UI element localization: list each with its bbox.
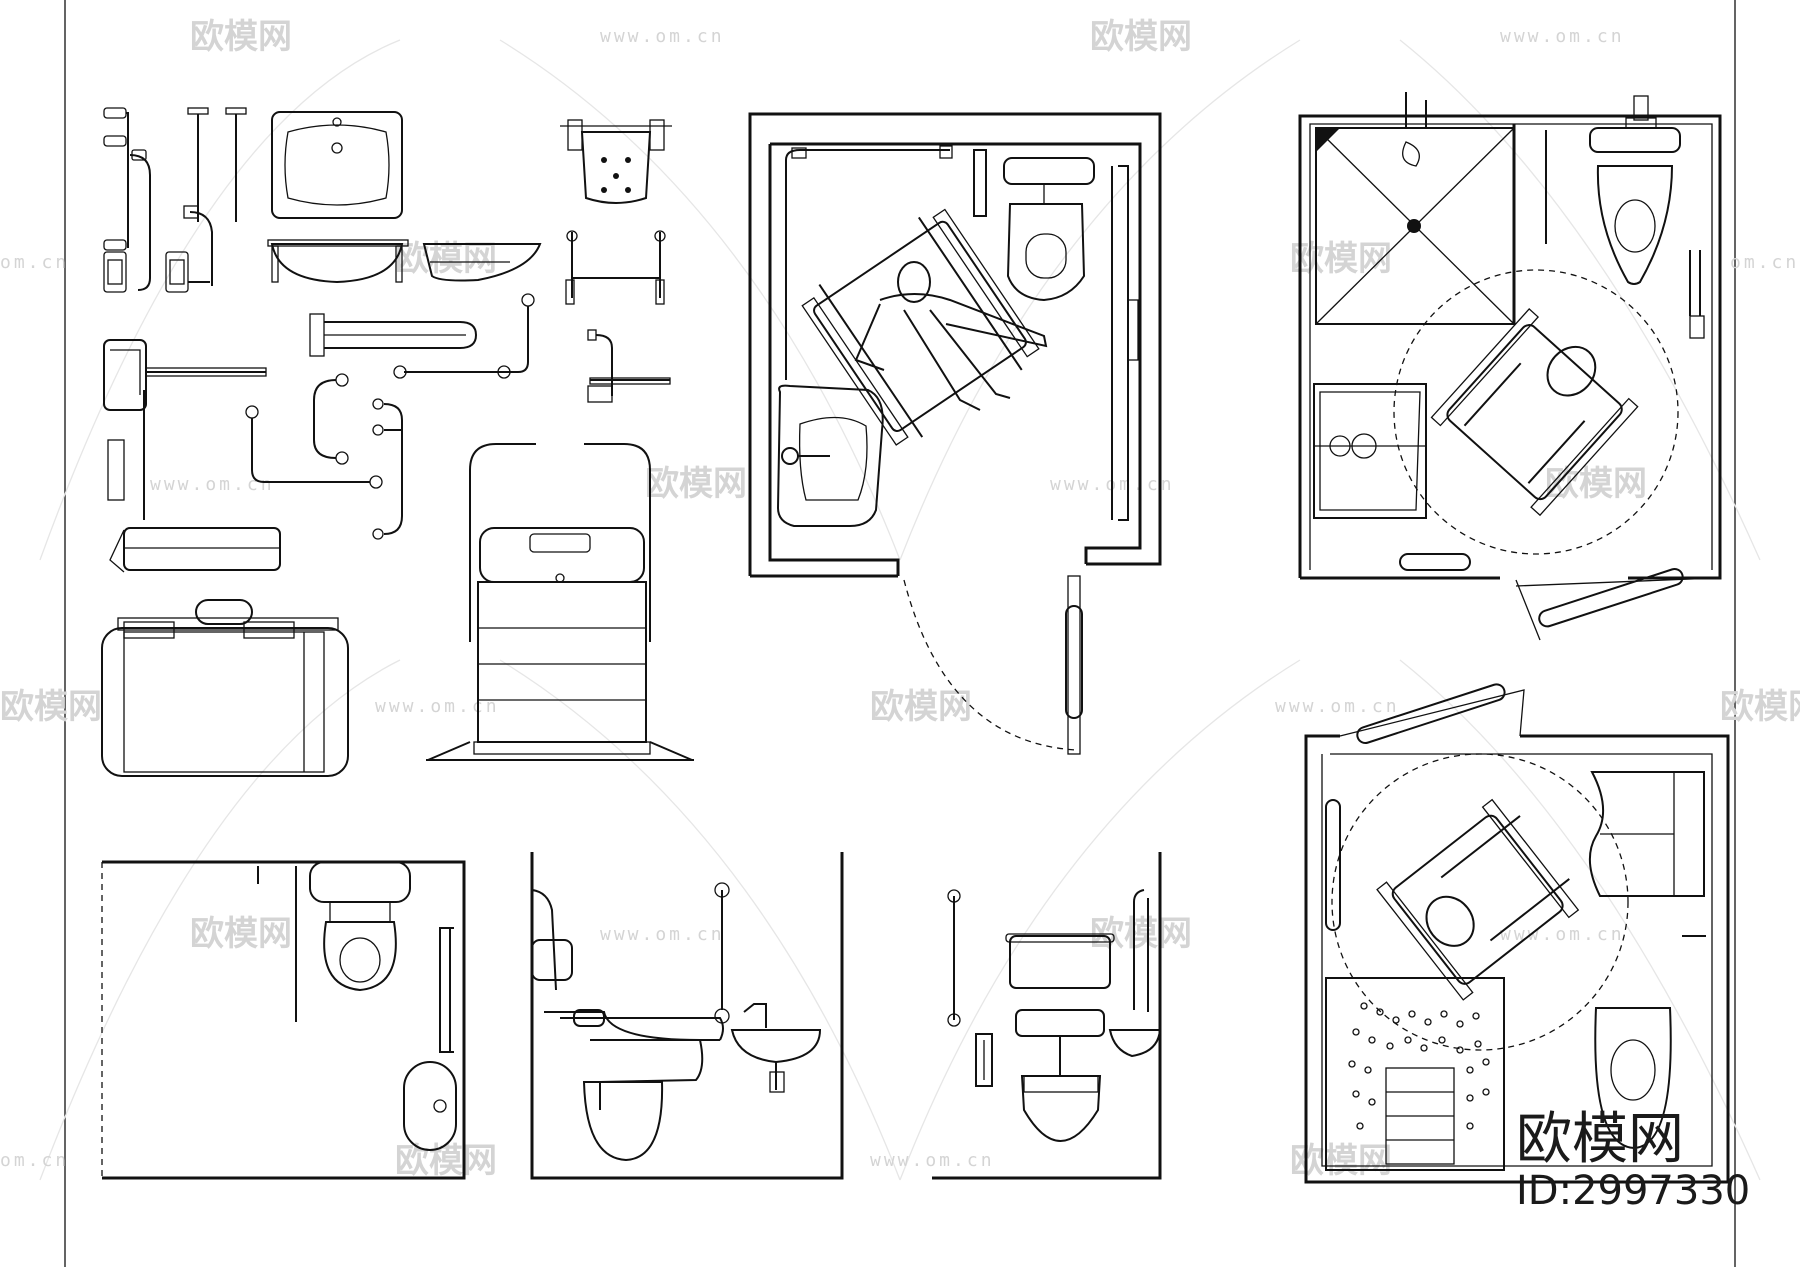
logo-id-text: ID:2997330: [1516, 1168, 1750, 1214]
grab-bar-components: [101, 107, 694, 777]
bathroom-plan-wheelchair-transfer: [748, 112, 1162, 755]
watermark-url: www.om.cn: [870, 1150, 995, 1171]
anti-slip-dots: [1348, 1002, 1490, 1130]
shower-chair-elevation-icon: [426, 443, 694, 761]
bathroom-plan-shower: [1298, 92, 1722, 641]
watermark-url: www.om.cn: [600, 26, 725, 47]
foldable-grab-bar-icon: [165, 107, 247, 293]
watermark-url-short: om.cn: [1730, 252, 1799, 273]
watermark-layer: 欧模网 欧模网 www.om.cn www.om.cn om.cn 欧模网 欧模…: [0, 17, 1800, 1181]
watermark-url-short: om.cn: [0, 252, 69, 273]
toilet-side-elevation: [530, 852, 844, 1180]
l-grab-bar-icon: [245, 405, 383, 489]
shower-seat-elevation-icon: [565, 230, 666, 305]
watermark-brand: 欧模网: [1720, 687, 1800, 727]
wall-basin-elevation-icon: [267, 239, 409, 284]
watermark-brand: 欧模网: [645, 464, 747, 504]
watermark-url: www.om.cn: [1500, 924, 1625, 945]
watermark-brand: 欧模网: [190, 17, 292, 57]
watermark-url: www.om.cn: [375, 696, 500, 717]
wheelchair-icon: [801, 208, 1040, 446]
toilet-corner-plan: [101, 860, 466, 1180]
bathroom-plan-bathtub: [1304, 683, 1730, 1184]
wheelchair-icon: [1376, 798, 1580, 1001]
watermark-brand: 欧模网: [1090, 17, 1192, 57]
u-shaped-grab-bar-icon: [309, 313, 478, 357]
watermark-brand: 欧模网: [0, 687, 102, 727]
angled-grab-bar-icon: [393, 293, 535, 379]
watermark-brand: 欧模网: [1290, 239, 1392, 279]
watermark-url: www.om.cn: [1275, 696, 1400, 717]
bath-seat-plan-icon: [101, 599, 349, 777]
shelf-bar-icon: [587, 329, 671, 403]
watermark-url-short: om.cn: [0, 1150, 69, 1171]
toilet-front-elevation: [932, 852, 1162, 1180]
logo-brand-text: 欧模网: [1516, 1107, 1684, 1172]
small-u-bar-icon: [313, 373, 349, 465]
wheelchair-icon: [1430, 308, 1639, 517]
folding-seat-side-icon: [103, 339, 281, 573]
watermark-arcs: [39, 39, 1761, 1181]
drawing-frame: [64, 0, 1736, 1267]
shower-seat-plan-icon: [560, 119, 672, 204]
brand-logo: 欧模网 ID:2997330: [1516, 1107, 1750, 1214]
watermark-brand: 欧模网: [395, 1141, 497, 1181]
basin-side-elevation-icon: [422, 243, 542, 282]
wall-grab-bar-icon: [103, 107, 151, 293]
watermark-url: www.om.cn: [150, 474, 275, 495]
watermark-brand: 欧模网: [1545, 464, 1647, 504]
watermark-url: www.om.cn: [600, 924, 725, 945]
watermark-brand: 欧模网: [395, 239, 497, 279]
watermark-brand: 欧模网: [190, 914, 292, 954]
wall-basin-plan-icon: [271, 111, 403, 219]
watermark-brand: 欧模网: [870, 687, 972, 727]
vertical-grab-bar-icon: [372, 398, 403, 540]
watermark-url: www.om.cn: [1500, 26, 1625, 47]
person-figure-icon: [854, 261, 1048, 411]
